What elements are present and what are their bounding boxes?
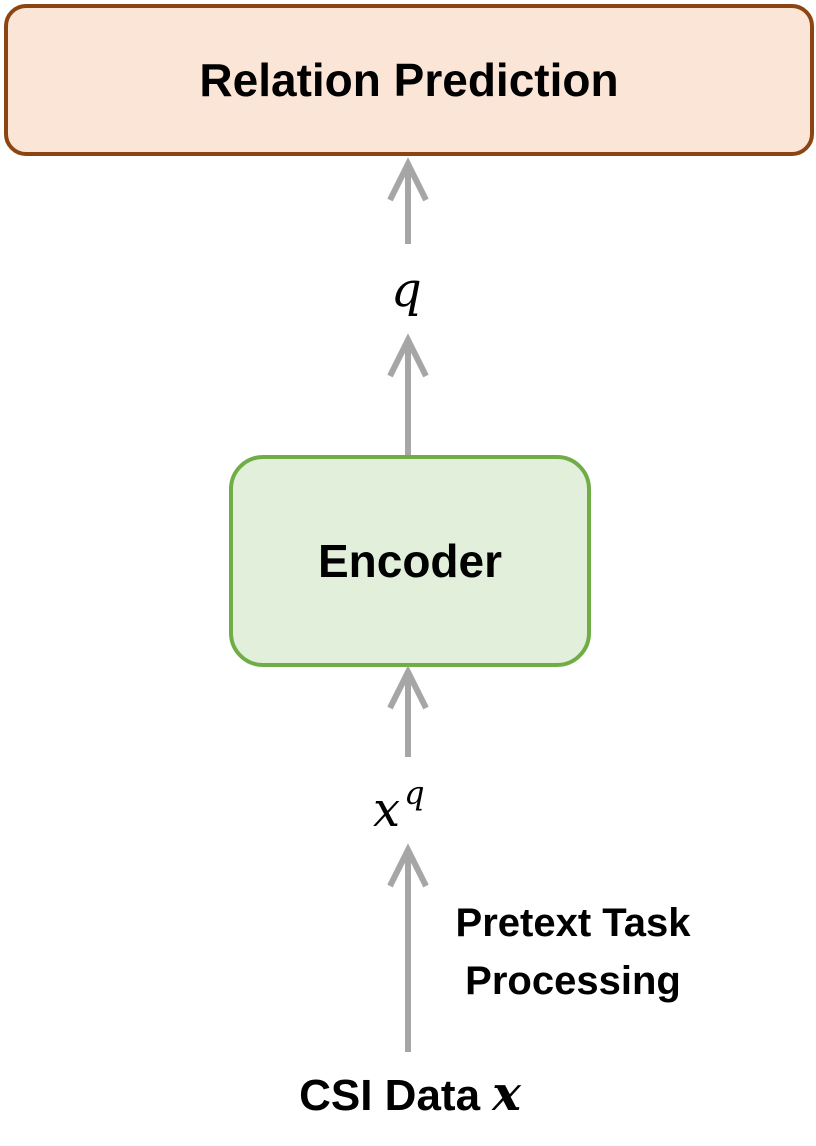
relation-prediction-label: Relation Prediction [199, 54, 619, 106]
pretext-task-processing-label: Pretext Task Processing [428, 894, 718, 1010]
csi-x-variable: x [492, 1066, 521, 1122]
q-variable-label: q [391, 262, 422, 318]
arrow-q-to-relation [387, 157, 429, 244]
x-variable: x [373, 782, 401, 838]
relation-prediction-node: Relation Prediction [4, 4, 814, 156]
arrow-csi-to-xq [387, 843, 429, 1052]
encoder-label: Encoder [317, 535, 503, 587]
pretext-line-1: Pretext Task [455, 901, 691, 945]
arrow-xq-to-encoder [387, 665, 429, 757]
pretext-line-2: Processing [465, 959, 681, 1003]
q-superscript: q [404, 774, 425, 812]
csi-data-text: CSI Data [299, 1071, 481, 1120]
csi-data-label: CSI Data x [260, 1066, 560, 1122]
encoder-node: Encoder [229, 455, 591, 667]
arrow-encoder-to-q [387, 333, 429, 455]
